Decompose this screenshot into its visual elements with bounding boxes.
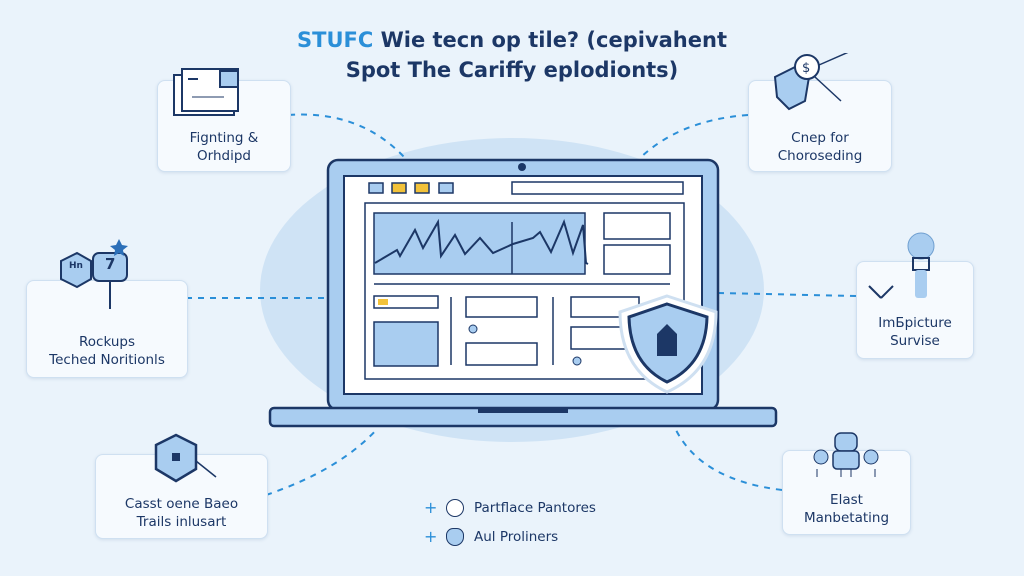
list-label: Aul Proliners xyxy=(474,528,559,545)
plus-icon: + xyxy=(424,498,438,517)
card-elast: Elast Manbetating xyxy=(782,432,911,535)
shield-badge-icon xyxy=(446,527,464,546)
robot-icon xyxy=(813,432,879,477)
card-label-2: Survise xyxy=(890,333,940,349)
badge-hn: Hn xyxy=(69,261,83,271)
svg-text:$: $ xyxy=(802,61,810,76)
card-label-1: ImБpicture xyxy=(878,315,952,331)
card-cnep: $ Cnep for Choroseding xyxy=(748,53,892,172)
dashed-connectors xyxy=(186,113,857,496)
card-label-1: Casst oene Baeo xyxy=(124,496,239,512)
document-icon xyxy=(173,68,239,116)
shield-icon xyxy=(618,294,718,394)
card-casst: Casst oene Baeo Trails inlusart xyxy=(95,433,268,539)
card-label-1: Elast xyxy=(830,492,863,508)
hexagon-signpost-icon xyxy=(60,239,128,309)
card-label-2: Manbetating xyxy=(803,510,890,526)
title-text: Wie tecn op tile? (cepivahent xyxy=(380,28,727,52)
clock-icon xyxy=(446,498,464,517)
dollar-shield-icon: $ xyxy=(773,53,849,111)
lightbulb-icon xyxy=(868,232,935,299)
plus-icon: + xyxy=(424,527,438,546)
laptop-icon xyxy=(268,158,778,428)
card-label-1: Cnep for xyxy=(791,130,849,146)
card-label-2: Orhdipd xyxy=(197,148,251,164)
card-label-1: Rockups xyxy=(78,334,136,350)
list-label: Partflace Pantores xyxy=(474,499,596,516)
title-line-1: STUFC Wie tecn op tile? (cepivahent xyxy=(0,28,1024,52)
hexagon-lock-icon xyxy=(154,433,217,483)
card-label-1: Fignting & xyxy=(189,130,259,146)
card-label-2: Choroseding xyxy=(777,148,863,164)
card-label-2: Trails inlusart xyxy=(136,514,227,530)
card-label-2: Teched Noritionls xyxy=(49,352,165,368)
card-rockups: Hn 7 Rockups Teched Noritionls xyxy=(26,239,188,378)
badge-7: 7 xyxy=(105,255,116,273)
list-item: + Partflace Pantores xyxy=(424,498,596,517)
card-impicture: ImБpicture Survise xyxy=(856,232,974,359)
title-accent: STUFC xyxy=(297,28,374,52)
card-fignting: Fignting & Orhdipd xyxy=(157,68,291,172)
title-line-2: Spot The Cariffy eplodionts) xyxy=(345,58,679,82)
list-item: + Aul Proliners xyxy=(424,527,558,546)
